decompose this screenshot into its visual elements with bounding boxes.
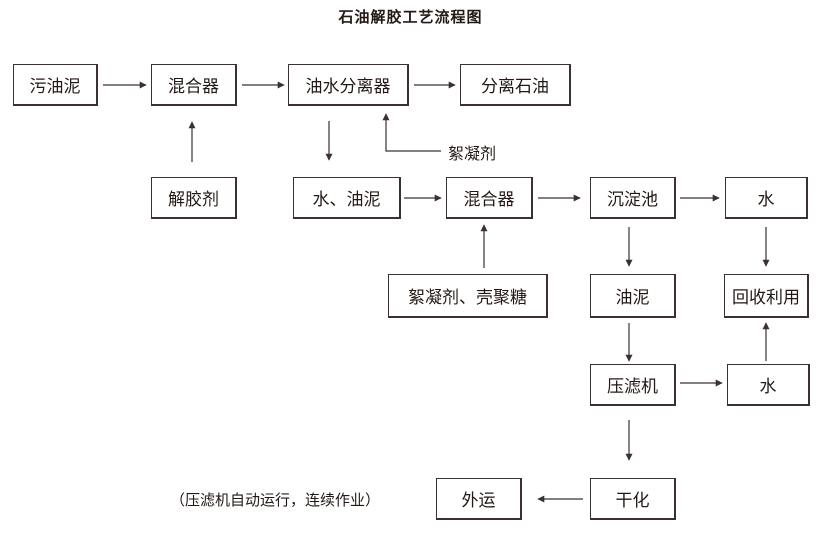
node-mixer-1: 混合器	[151, 64, 237, 106]
node-transport: 外运	[436, 478, 522, 520]
node-water-1: 水	[725, 177, 808, 219]
node-dry: 干化	[590, 478, 676, 520]
arrow-flocculant-to-separator	[382, 113, 441, 152]
node-oil-water-separator: 油水分离器	[288, 64, 409, 106]
node-separated-oil: 分离石油	[460, 64, 571, 106]
node-oil-sludge: 污油泥	[13, 64, 98, 106]
node-settling-tank: 沉淀池	[590, 177, 676, 219]
node-water-2: 水	[727, 364, 810, 406]
node-flocculant-chitosan: 絮凝剂、壳聚糖	[388, 274, 548, 318]
label-note: （压滤机自动运行，连续作业）	[170, 491, 381, 509]
node-filter-press: 压滤机	[590, 364, 676, 406]
node-oil-sludge-2: 油泥	[590, 274, 676, 318]
node-mixer-2: 混合器	[446, 177, 533, 219]
node-debonding-agent: 解胶剂	[151, 177, 237, 219]
diagram-title: 石油解胶工艺流程图	[338, 8, 483, 26]
node-water-oil-sludge: 水、油泥	[293, 177, 401, 219]
label-flocculant: 絮凝剂	[448, 144, 497, 163]
node-recycle: 回收利用	[724, 274, 809, 318]
